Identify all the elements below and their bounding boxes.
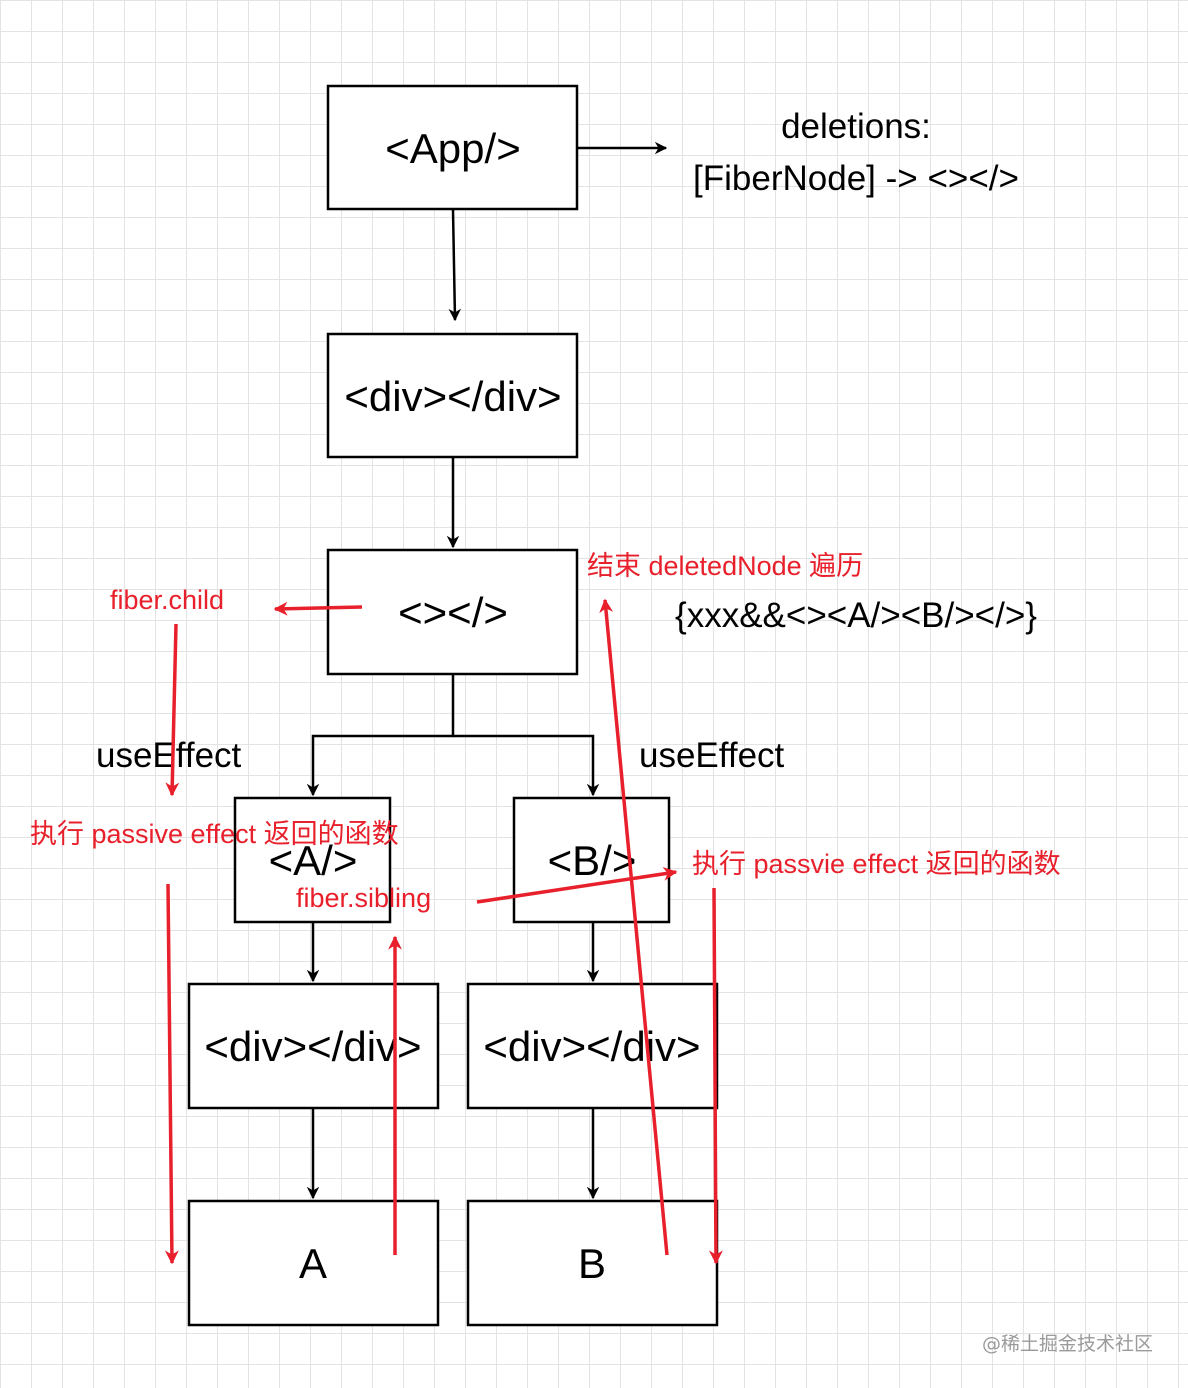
node-text-b-box	[466, 1199, 719, 1327]
deletions-value: [FiberNode] -> <></>	[693, 159, 1019, 198]
node-div-b: <div></div>	[466, 982, 719, 1110]
node-div-b-label: <div></div>	[483, 1023, 700, 1070]
edge-fragment-to-b	[453, 734, 600, 797]
node-text-b-label: B	[578, 1240, 606, 1287]
node-div-root-box	[326, 332, 579, 459]
node-comp-b-label: <B/>	[548, 837, 637, 884]
edge-fragment-to-a	[306, 675, 455, 797]
node-fragment: <></>	[326, 548, 579, 676]
end-traversal-label: 结束 deletedNode 遍历	[587, 551, 863, 581]
exec-down-arrow-a	[164, 883, 179, 1265]
node-comp-b: <B/>	[512, 796, 671, 924]
traversal-arrows	[164, 598, 723, 1265]
node-app-box	[326, 84, 579, 211]
use-effect-b-label: useEffect	[639, 736, 785, 775]
node-div-root: <div></div>	[326, 332, 579, 459]
node-fragment-box	[326, 548, 579, 676]
fiber-child-label: fiber.child	[110, 585, 224, 615]
node-fragment-label: <></>	[398, 589, 508, 636]
up-arrow-b	[599, 598, 669, 1256]
exec-passive-b-label: 执行 passvie effect 返回的函数	[692, 849, 1061, 879]
jsx-expression: {xxx&&<><A/><B/></>}	[675, 596, 1037, 635]
exec-down-arrow-b	[708, 887, 723, 1265]
fiber-sibling-arrow	[476, 866, 678, 904]
edge-app-to-div	[448, 209, 462, 322]
node-comp-a-label: <A/>	[269, 837, 358, 884]
fiber-sibling-label: fiber.sibling	[296, 883, 431, 913]
exec-passive-a-label: 执行 passive effect 返回的函数	[30, 819, 399, 849]
node-comp-b-box	[512, 796, 671, 924]
node-app-label: <App/>	[385, 125, 520, 172]
node-text-a-label: A	[299, 1240, 327, 1287]
node-div-a: <div></div>	[187, 982, 440, 1110]
node-div-b-box	[466, 982, 719, 1110]
tree-edges	[306, 141, 668, 1200]
node-comp-a: <A/>	[233, 796, 392, 924]
node-text-a: A	[187, 1199, 440, 1327]
node-text-b: B	[466, 1199, 719, 1327]
fiber-child-arrow	[273, 601, 363, 616]
use-effect-a-label: useEffect	[96, 736, 242, 775]
node-app: <App/>	[326, 84, 579, 211]
node-comp-a-box	[233, 796, 392, 924]
node-div-a-label: <div></div>	[204, 1023, 421, 1070]
deletions-label: deletions:	[781, 107, 931, 146]
node-div-root-label: <div></div>	[344, 373, 561, 420]
child-down-arrow	[165, 623, 180, 797]
watermark: @稀土掘金技术社区	[982, 1333, 1153, 1355]
